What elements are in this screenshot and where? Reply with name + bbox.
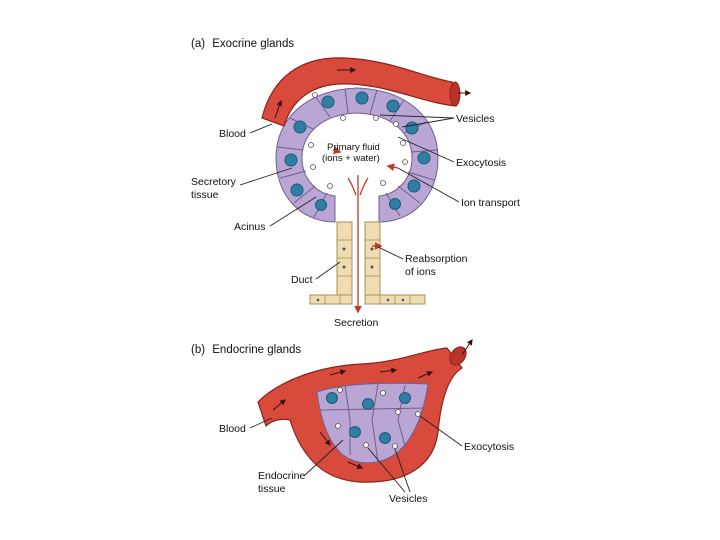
label-endocrine-2: tissue [258,483,286,495]
panel-a-title-text: Exocrine glands [212,38,294,50]
label-reabsorption-1: Reabsorption [405,253,468,265]
panel-b-title: (b) Endocrine glands [191,344,301,356]
label-ion-transport: Ion transport [461,197,520,209]
label-blood-b: Blood [219,423,246,435]
label-exocytosis-a: Exocytosis [456,157,506,169]
blood-vessel-b [258,340,472,482]
label-vesicles-b: Vesicles [389,493,428,505]
panel-b-endocrine: (b) Endocrine glands [191,340,514,505]
label-primary-fluid-2: (ions + water) [322,153,380,164]
label-secretion: Secretion [334,317,379,329]
panel-a-title: (a) Exocrine glands [191,38,294,50]
label-secretory-1: Secretory [191,176,237,188]
label-primary-fluid-1: Primary fluid [327,142,380,153]
label-secretory-2: tissue [191,189,219,201]
label-acinus: Acinus [234,221,266,233]
panel-b-title-text: Endocrine glands [212,344,301,356]
panel-a-exocrine: (a) Exocrine glands [191,38,520,329]
label-exocytosis-b: Exocytosis [464,441,514,453]
label-blood-a: Blood [219,128,246,140]
label-endocrine-1: Endocrine [258,470,305,482]
label-vesicles-a: Vesicles [456,113,495,125]
panel-a-labels: Blood Vesicles Primary fluid (ions + wat… [191,113,520,329]
panel-b-title-prefix: (b) [191,344,205,356]
panel-a-title-prefix: (a) [191,38,205,50]
label-reabsorption-2: of ions [405,266,436,278]
label-duct: Duct [291,274,313,286]
